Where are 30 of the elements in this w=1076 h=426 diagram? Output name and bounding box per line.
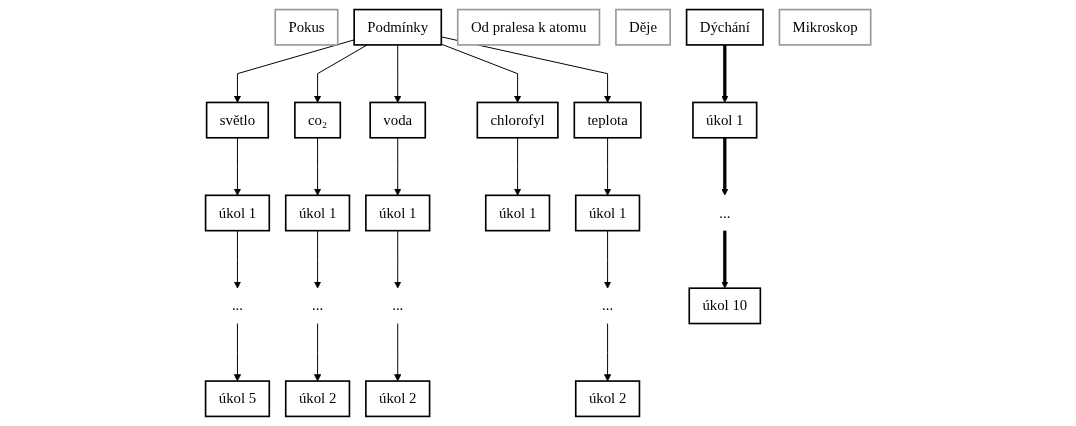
node-box: úkol 2	[364, 380, 431, 418]
node-box: úkol 1	[574, 194, 641, 232]
node-box: úkol 1	[204, 194, 270, 232]
node-text: ...	[392, 297, 404, 314]
node-box: úkol 2	[574, 380, 641, 418]
node-box: úkol 1	[364, 194, 431, 232]
node-text: ...	[601, 297, 613, 314]
node-box: co₂	[293, 101, 341, 139]
node-text: ...	[311, 297, 323, 314]
node-box: úkol 1	[484, 194, 551, 232]
node-box: úkol 5	[204, 380, 270, 418]
node-box: Mikroskop	[778, 8, 872, 46]
node-box: úkol 1	[284, 194, 351, 232]
node-box: chlorofyl	[476, 101, 559, 139]
node-box: úkol 10	[688, 287, 762, 325]
node-text: ...	[719, 204, 731, 221]
node-box: Od pralesa k atomu	[456, 8, 601, 46]
node-text: ...	[231, 297, 243, 314]
node-box: Děje	[614, 8, 671, 46]
arrow	[721, 137, 729, 196]
node-box: úkol 2	[284, 380, 351, 418]
node-box: teplota	[573, 101, 642, 139]
node-box: voda	[369, 101, 426, 139]
node-box: Podmínky	[353, 8, 442, 46]
node-box: Pokus	[274, 8, 339, 46]
node-box: úkol 1	[692, 101, 758, 139]
arrow	[721, 44, 729, 103]
node-box: Dýchání	[685, 8, 764, 46]
node-box: světlo	[205, 101, 269, 139]
arrow	[721, 230, 729, 289]
